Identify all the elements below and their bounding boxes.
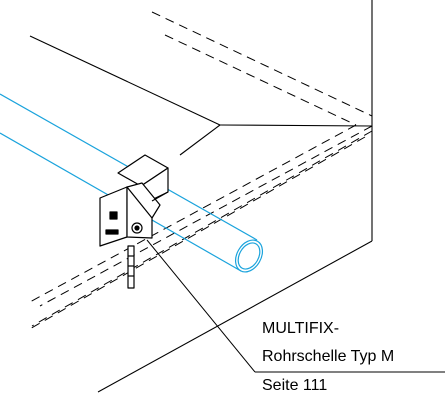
dashed-line-low-2 (27, 136, 366, 331)
dashed-line-mid-1 (27, 124, 357, 304)
dashed-line-mid-2 (39, 125, 373, 307)
pipe-end (234, 239, 264, 273)
callout-product-line1: MULTIFIX- (262, 320, 340, 337)
dashed-line-low-1 (31, 130, 373, 327)
ceiling-edge-corner (219, 124, 373, 127)
floor-edge (97, 240, 373, 393)
hidden-lines (27, 11, 373, 331)
callout-product-line2: Rohrschelle Typ M (262, 348, 395, 365)
clamp-wing (126, 182, 161, 219)
ceiling-edge-back (29, 35, 221, 126)
clamp-slot (109, 211, 118, 220)
threaded-rod (127, 245, 135, 289)
dashed-line-top-2 (164, 34, 357, 126)
clamp-slot-2 (105, 229, 119, 235)
pipe-end-inner (237, 242, 261, 270)
clamp-front-edge (151, 191, 169, 202)
callout-page-ref: Seite 111 (262, 377, 328, 394)
dashed-line-top-1 (151, 11, 373, 117)
callout-leader (146, 239, 445, 373)
clamp-screw-inner (134, 225, 140, 231)
room-edges (29, 0, 373, 393)
pipe-clamp-icon (99, 154, 169, 289)
back-corner-edge (179, 124, 221, 156)
leader-diagonal (146, 239, 256, 373)
